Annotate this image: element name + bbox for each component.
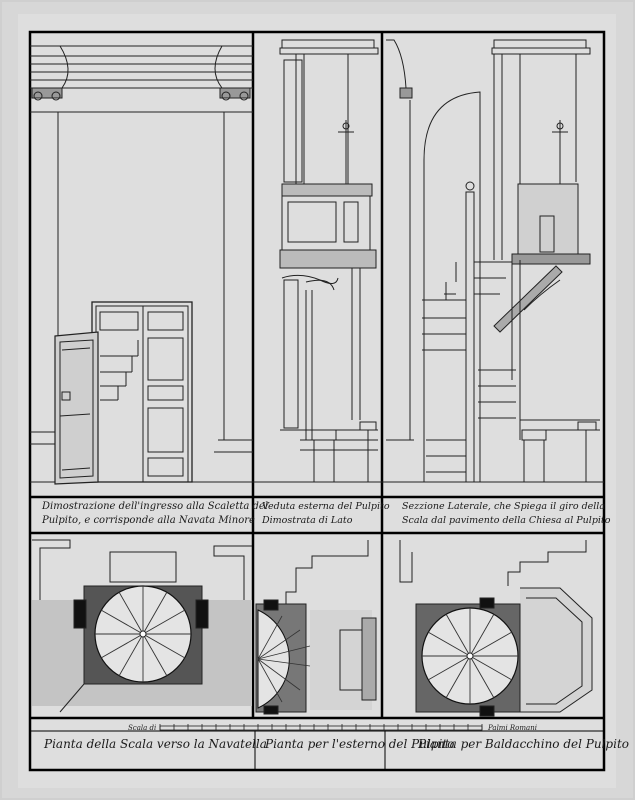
scale-unit: Palmi Romani <box>488 724 537 732</box>
caption-plan-stair: Pianta della Scala verso la Navatella <box>44 737 267 751</box>
drawing-frame <box>28 30 606 772</box>
caption-plan-external: Pianta per l'esterno del Pulpito <box>265 737 455 751</box>
caption-entrance-elevation: Dimostrazione dell'ingresso alla Scalett… <box>42 501 269 526</box>
caption-lateral-section: Sezzione Laterale, che Spiega il giro de… <box>402 501 611 526</box>
scale-label: Scala di <box>128 724 157 732</box>
plan-external <box>255 540 377 715</box>
caption-plan-canopy: Pianta per Baldacchino del Pulpito <box>418 737 629 751</box>
caption-external-view: Veduta esterna del Pulpito Dimostrata di… <box>262 501 390 526</box>
panel-lateral-section <box>382 39 604 483</box>
panel-entrance-elevation <box>30 45 253 485</box>
plan-canopy <box>399 540 593 717</box>
plan-stair <box>32 539 252 713</box>
panel-external-view <box>253 39 382 483</box>
scale-bar <box>159 724 483 731</box>
